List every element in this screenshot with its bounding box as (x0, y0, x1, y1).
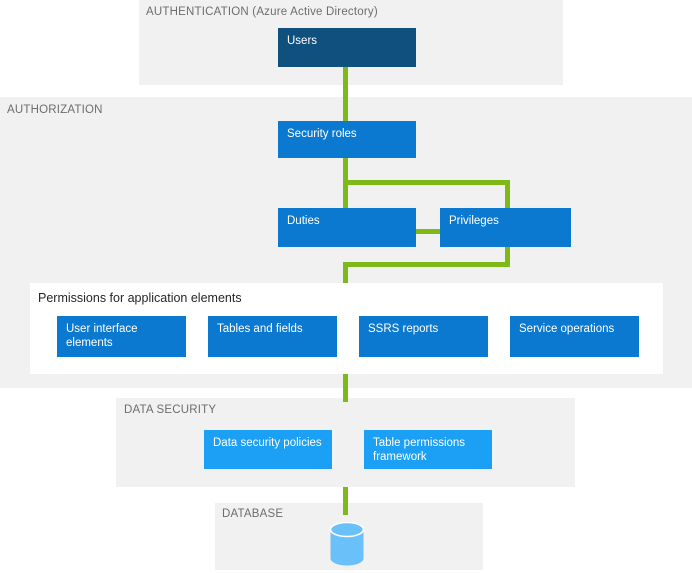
connector-users-to-security-roles (343, 62, 348, 122)
node-users[interactable]: Users (278, 28, 416, 67)
band-authorization-label: AUTHORIZATION (7, 104, 103, 116)
node-user-interface-elements[interactable]: User interface elements (57, 316, 186, 357)
node-security-roles[interactable]: Security roles (278, 121, 416, 158)
connector-duties-to-privileges (410, 229, 445, 234)
database-cylinder-icon (329, 521, 365, 566)
connector-privileges-down (505, 243, 510, 266)
permissions-panel-title: Permissions for application elements (38, 291, 242, 305)
node-table-permissions-framework-label: Table permissions framework (373, 437, 466, 463)
connector-branch-to-privileges (505, 180, 510, 212)
node-duties-label: Duties (287, 215, 320, 227)
connector-security-roles-branch (343, 180, 510, 185)
band-database-label: DATABASE (222, 508, 284, 520)
node-users-label: Users (287, 35, 318, 47)
node-ssrs-reports[interactable]: SSRS reports (359, 316, 488, 357)
connector-permissions-to-data-security (343, 374, 348, 402)
band-data-security-label: DATA SECURITY (124, 404, 217, 416)
connector-to-permissions-panel (343, 262, 348, 284)
node-table-permissions-framework[interactable]: Table permissions framework (364, 430, 492, 469)
node-data-security-policies[interactable]: Data security policies (204, 430, 332, 469)
node-security-roles-label: Security roles (287, 128, 357, 140)
node-service-operations[interactable]: Service operations (510, 316, 639, 357)
band-authentication-label: AUTHENTICATION (Azure Active Directory) (146, 6, 378, 18)
node-ssrs-reports-label: SSRS reports (368, 323, 439, 335)
node-user-interface-elements-label: User interface elements (66, 323, 138, 349)
node-privileges[interactable]: Privileges (440, 208, 571, 247)
connector-data-security-to-database (343, 487, 348, 515)
node-service-operations-label: Service operations (519, 323, 615, 335)
node-tables-and-fields[interactable]: Tables and fields (208, 316, 337, 357)
connector-privileges-left (343, 262, 510, 267)
node-tables-and-fields-label: Tables and fields (217, 323, 303, 335)
band-data-security (116, 398, 575, 487)
node-privileges-label: Privileges (449, 215, 499, 227)
node-data-security-policies-label: Data security policies (213, 437, 322, 449)
node-duties[interactable]: Duties (278, 208, 416, 247)
